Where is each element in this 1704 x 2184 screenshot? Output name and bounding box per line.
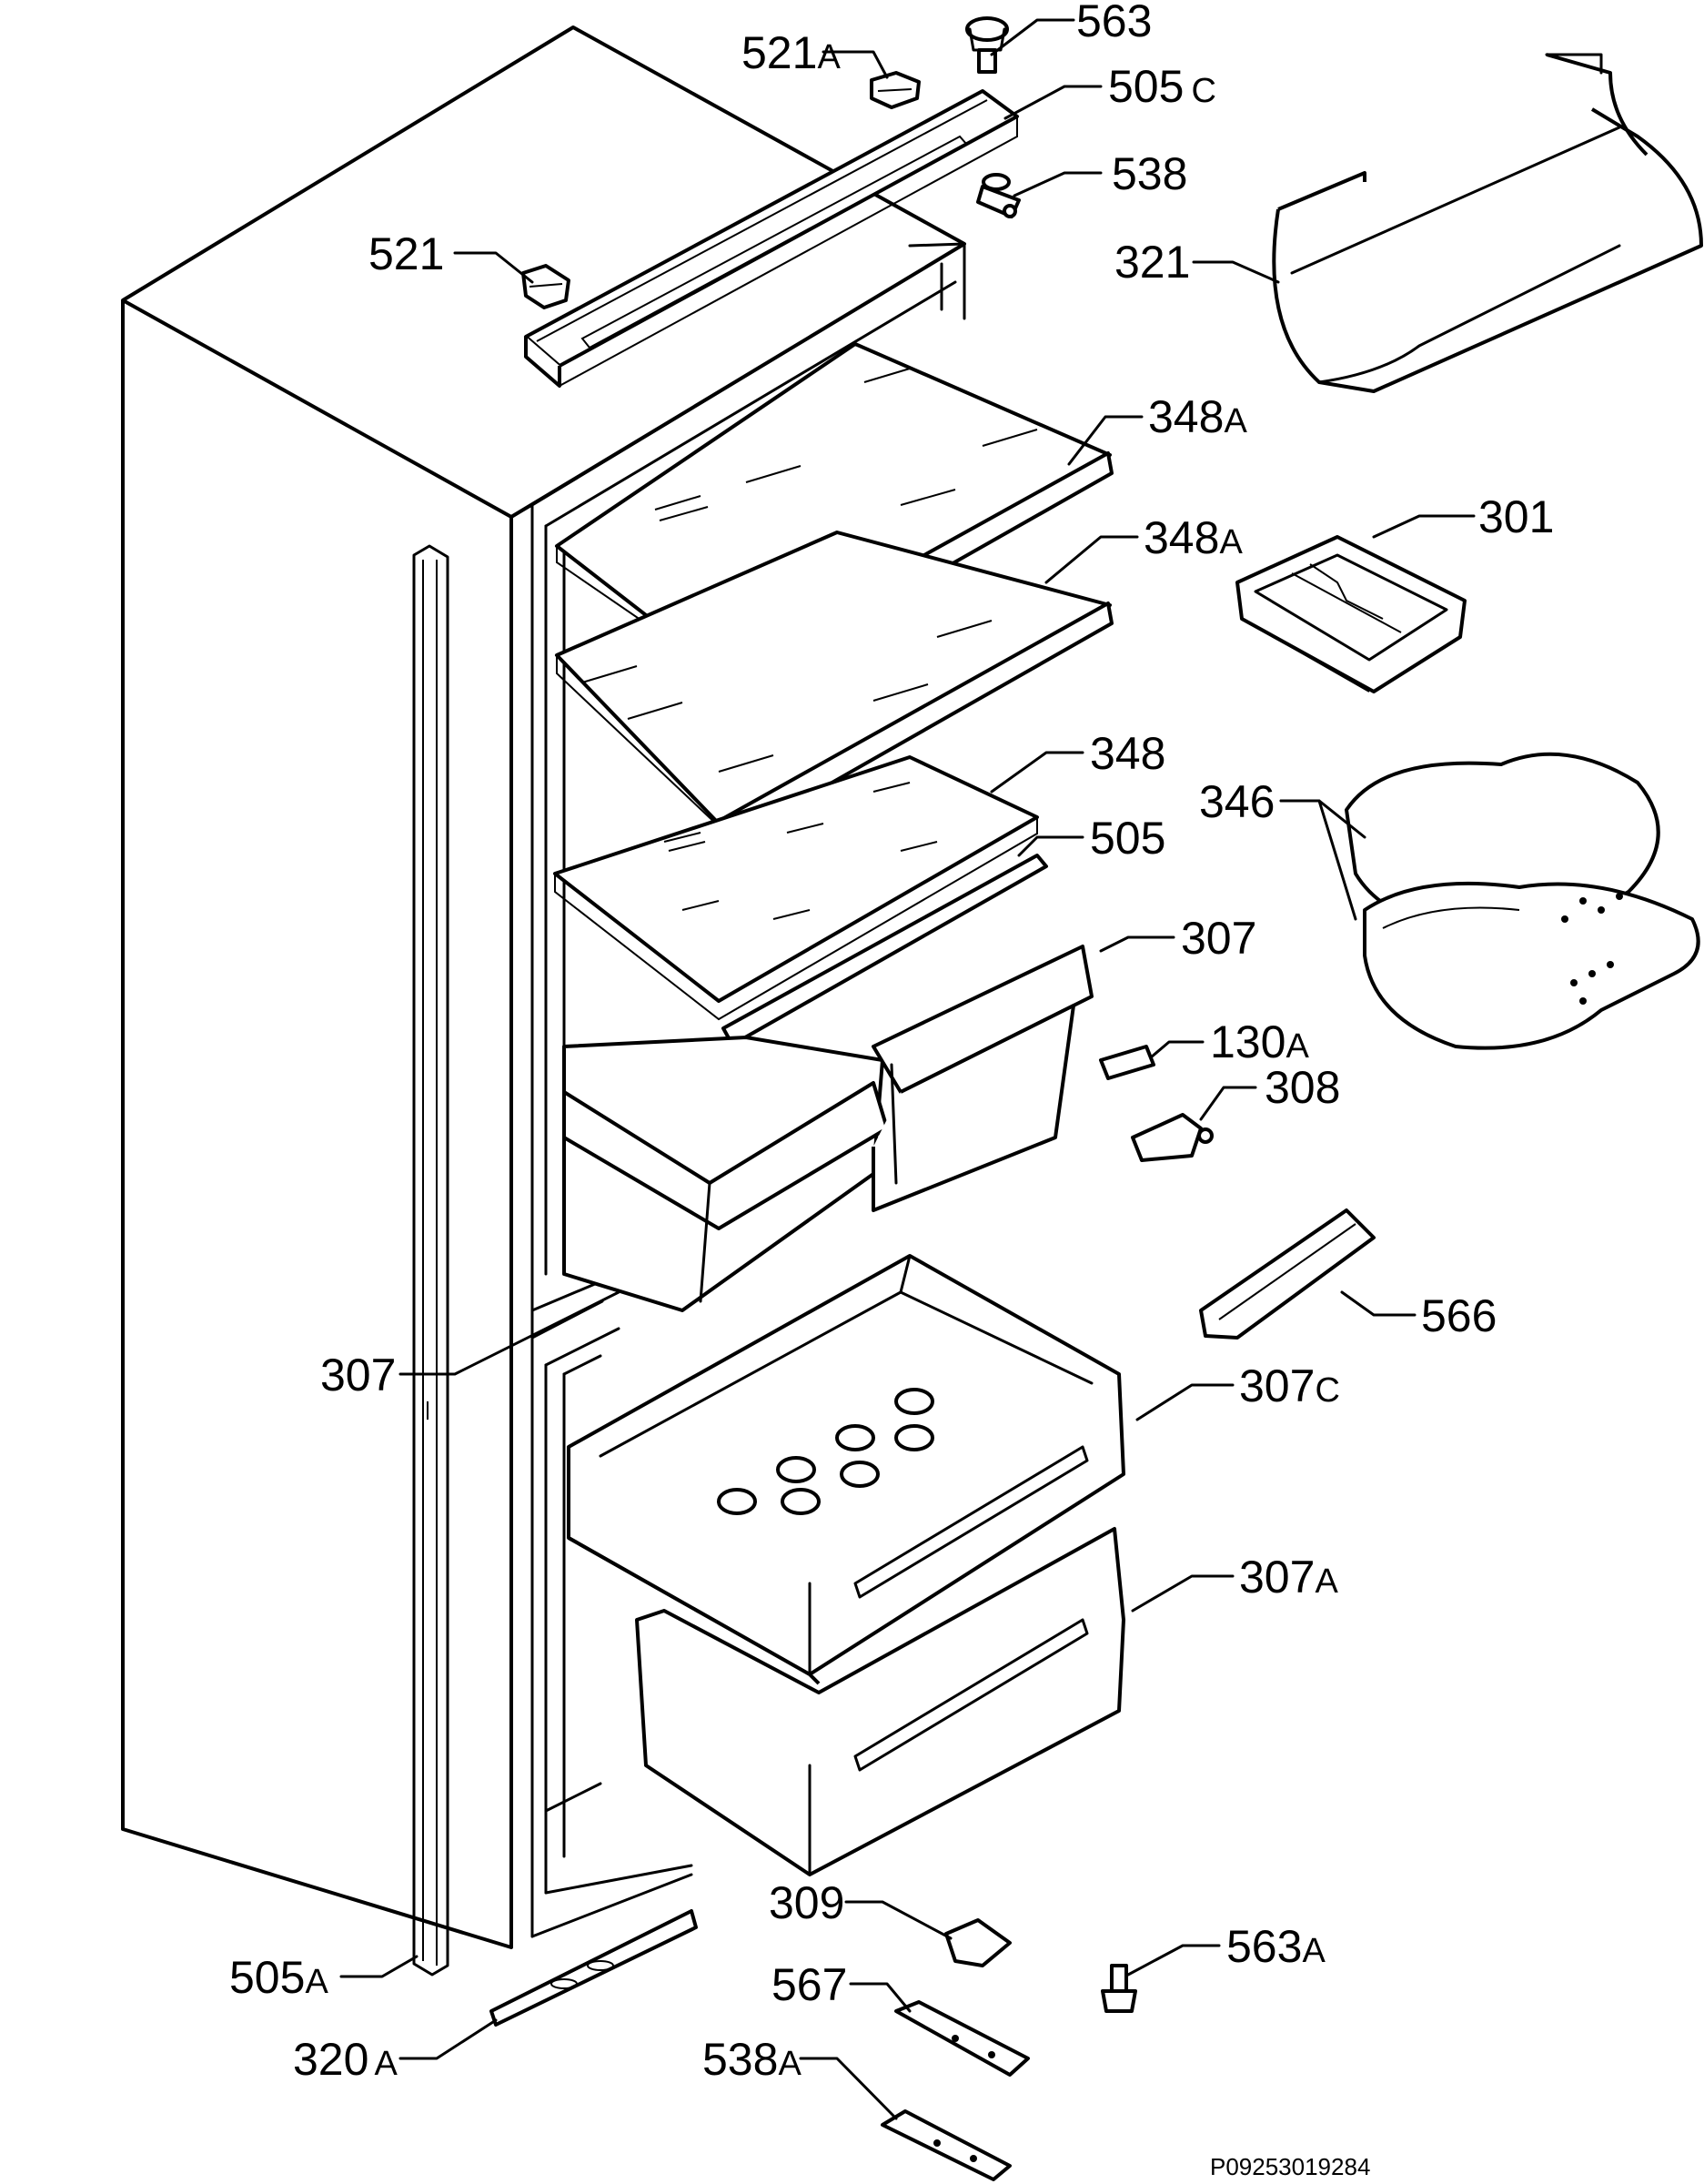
callout-number: 538 xyxy=(702,2034,778,2085)
callout-number: 346 xyxy=(1199,776,1275,827)
callout-number: 320 xyxy=(293,2034,368,2085)
cover-521a xyxy=(870,71,921,109)
egg-tray-346 xyxy=(1345,752,1700,1050)
callout-number: 309 xyxy=(769,1877,844,1928)
callout-538a: 538A xyxy=(702,2034,802,2085)
callout-number: 505 xyxy=(1090,813,1165,864)
callout-suffix: A xyxy=(1315,1562,1338,1601)
callout-309: 309 xyxy=(769,1877,844,1928)
callout-number: 348 xyxy=(1144,512,1219,563)
callout-suffix: A xyxy=(817,38,841,76)
top-trim-rail-505c xyxy=(524,89,1019,388)
callout-number: 538 xyxy=(1112,148,1187,199)
callout-348: 348 xyxy=(1090,728,1165,779)
callout-521a: 521A xyxy=(741,27,841,78)
callout-suffix: A xyxy=(374,2045,398,2083)
freezer-drawer-307c xyxy=(567,1254,1125,1685)
door-gasket-505a xyxy=(412,544,449,1977)
callout-number: 563 xyxy=(1076,0,1152,46)
bracket-130a xyxy=(1099,1045,1155,1080)
callout-number: 308 xyxy=(1265,1062,1340,1113)
callout-number: 348 xyxy=(1090,728,1165,779)
callout-number: 521 xyxy=(368,228,444,279)
callout-number: 348 xyxy=(1148,391,1224,442)
callout-number: 307 xyxy=(1239,1552,1315,1603)
callout-563: 563 xyxy=(1076,0,1152,46)
leader-lines xyxy=(339,18,1476,2120)
callout-number: 563 xyxy=(1226,1921,1302,1972)
freezer-drawer-307a xyxy=(635,1527,1125,1876)
hinge-567 xyxy=(894,2000,1030,2077)
callout-number: 566 xyxy=(1421,1290,1497,1341)
ice-cube-tray-301 xyxy=(1235,535,1467,693)
callout-521: 521 xyxy=(368,228,444,279)
document-number: P09253019284 xyxy=(1210,2153,1370,2180)
hinge-pin-563a xyxy=(1101,1964,1137,2013)
callout-number: 307 xyxy=(320,1350,396,1400)
refrigerator-cabinet xyxy=(121,25,966,1949)
hinge-cover-309 xyxy=(944,1918,1012,1967)
crisper-drawer-307-right xyxy=(872,945,1094,1212)
callout-307-right: 307 xyxy=(1181,913,1256,964)
callout-308: 308 xyxy=(1265,1062,1340,1113)
hinge-538a xyxy=(881,2109,1012,2181)
callout-566: 566 xyxy=(1421,1290,1497,1341)
callout-307a: 307A xyxy=(1239,1552,1338,1603)
callout-346: 346 xyxy=(1199,776,1275,827)
bottle-rack-321 xyxy=(1272,53,1703,393)
callout-number: 567 xyxy=(771,1959,847,2010)
callout-505a: 505A xyxy=(229,1952,328,2003)
callout-number: 321 xyxy=(1114,237,1190,288)
shelf-holder-566 xyxy=(1199,1208,1376,1340)
callout-number: 130 xyxy=(1210,1016,1286,1067)
cover-521 xyxy=(521,264,570,309)
callout-348a-lower: 348A xyxy=(1144,512,1243,563)
callout-301: 301 xyxy=(1478,491,1554,542)
callout-suffix: A xyxy=(1286,1027,1309,1066)
callout-number: 301 xyxy=(1478,491,1554,542)
callout-567: 567 xyxy=(771,1959,847,2010)
callout-number: 505 xyxy=(1108,61,1184,112)
hinge-308 xyxy=(1131,1113,1214,1162)
callout-suffix: C xyxy=(1315,1371,1339,1410)
callout-suffix: A xyxy=(1219,523,1243,561)
callout-563a: 563A xyxy=(1226,1921,1326,1972)
callout-505: 505 xyxy=(1090,813,1165,864)
callout-number: 307 xyxy=(1181,913,1256,964)
callout-suffix: A xyxy=(305,1963,328,2001)
callout-538: 538 xyxy=(1112,148,1187,199)
glass-shelf-348 xyxy=(553,755,1039,1021)
callout-number: 307 xyxy=(1239,1360,1315,1411)
callout-number: 505 xyxy=(229,1952,305,2003)
crisper-drawer-307-left xyxy=(562,1036,889,1312)
base-trim-320a xyxy=(489,1909,698,2027)
callout-307c: 307C xyxy=(1239,1360,1340,1411)
callout-130a: 130A xyxy=(1210,1016,1309,1067)
callout-suffix: C xyxy=(1191,72,1215,110)
callout-321: 321 xyxy=(1114,237,1190,288)
callout-suffix: A xyxy=(1302,1932,1326,1970)
callout-suffix: A xyxy=(778,2045,802,2083)
ice-cube-cups xyxy=(717,1388,934,1515)
callout-307-left: 307 xyxy=(320,1350,396,1400)
hinge-pin-563 xyxy=(965,16,1009,74)
egg-holes xyxy=(1561,893,1623,1005)
callout-348a-upper: 348A xyxy=(1148,391,1247,442)
callout-suffix: A xyxy=(1224,402,1247,440)
hinge-538 xyxy=(976,173,1021,218)
callout-number: 521 xyxy=(741,27,817,78)
